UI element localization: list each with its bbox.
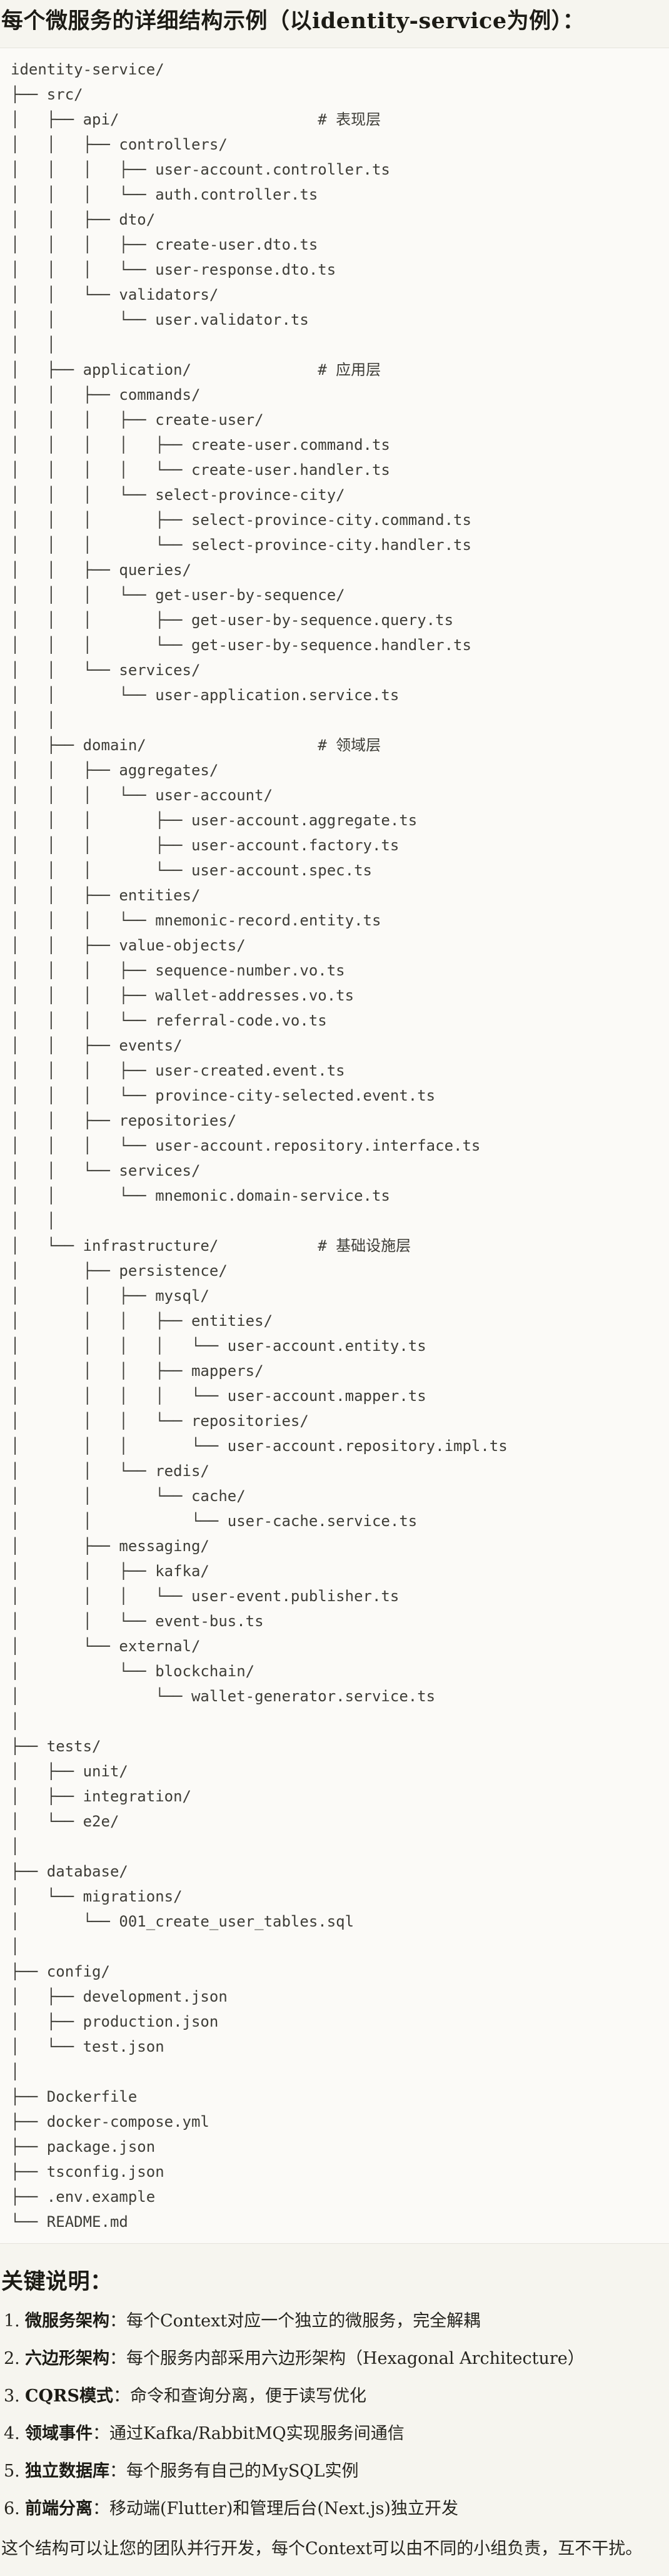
closing-paragraph: 这个结构可以让您的团队并行开发，每个Context可以由不同的小组负责，互不干扰…	[1, 2539, 643, 2558]
note-item-description: ：通过Kafka/RabbitMQ实现服务间通信	[93, 2424, 405, 2443]
note-item-term: 独立数据库	[25, 2461, 109, 2481]
note-item: 3. CQRS模式：命令和查询分离，便于读写优化	[4, 2385, 669, 2408]
note-item-number: 6.	[4, 2499, 20, 2518]
notes-list: 1. 微服务架构：每个Context对应一个独立的微服务，完全解耦 2. 六边形架…	[0, 2310, 669, 2520]
note-item-description: ：移动端(Flutter)和管理后台(Next.js)独立开发	[93, 2499, 458, 2518]
document-page: 每个微服务的详细结构示例（以identity-service为例）： ident…	[0, 8, 669, 2560]
note-item-number: 3.	[4, 2386, 20, 2406]
note-item-number: 5.	[4, 2461, 20, 2481]
note-item-term: 领域事件	[25, 2424, 93, 2443]
note-item-description: ：每个服务内部采用六边形架构（Hexagonal Architecture）	[109, 2349, 585, 2368]
note-item-description: ：每个Context对应一个独立的微服务，完全解耦	[109, 2311, 481, 2331]
note-item: 5. 独立数据库：每个服务有自己的MySQL实例	[4, 2460, 669, 2483]
file-tree-text: identity-service/ ├── src/ │ ├── api/ # …	[11, 61, 508, 2231]
note-item-term: 微服务架构	[25, 2311, 109, 2331]
note-item: 6. 前端分离：移动端(Flutter)和管理后台(Next.js)独立开发	[4, 2498, 669, 2520]
note-item-number: 2.	[4, 2349, 20, 2368]
note-item-number: 4.	[4, 2424, 20, 2443]
page-title: 每个微服务的详细结构示例（以identity-service为例）：	[1, 8, 585, 34]
file-tree-code-block: identity-service/ ├── src/ │ ├── api/ # …	[0, 48, 669, 2244]
note-item-term: CQRS模式	[25, 2386, 113, 2406]
note-item-description: ：每个服务有自己的MySQL实例	[109, 2461, 359, 2481]
note-item-term: 六边形架构	[25, 2349, 109, 2368]
note-item-description: ：命令和查询分离，便于读写优化	[113, 2386, 366, 2406]
note-item: 1. 微服务架构：每个Context对应一个独立的微服务，完全解耦	[4, 2310, 669, 2333]
note-item: 4. 领域事件：通过Kafka/RabbitMQ实现服务间通信	[4, 2423, 669, 2445]
note-item-term: 前端分离	[25, 2499, 93, 2518]
note-item: 2. 六边形架构：每个服务内部采用六边形架构（Hexagonal Archite…	[4, 2348, 669, 2370]
note-item-number: 1.	[4, 2311, 20, 2331]
notes-heading: 关键说明：	[1, 2269, 113, 2294]
